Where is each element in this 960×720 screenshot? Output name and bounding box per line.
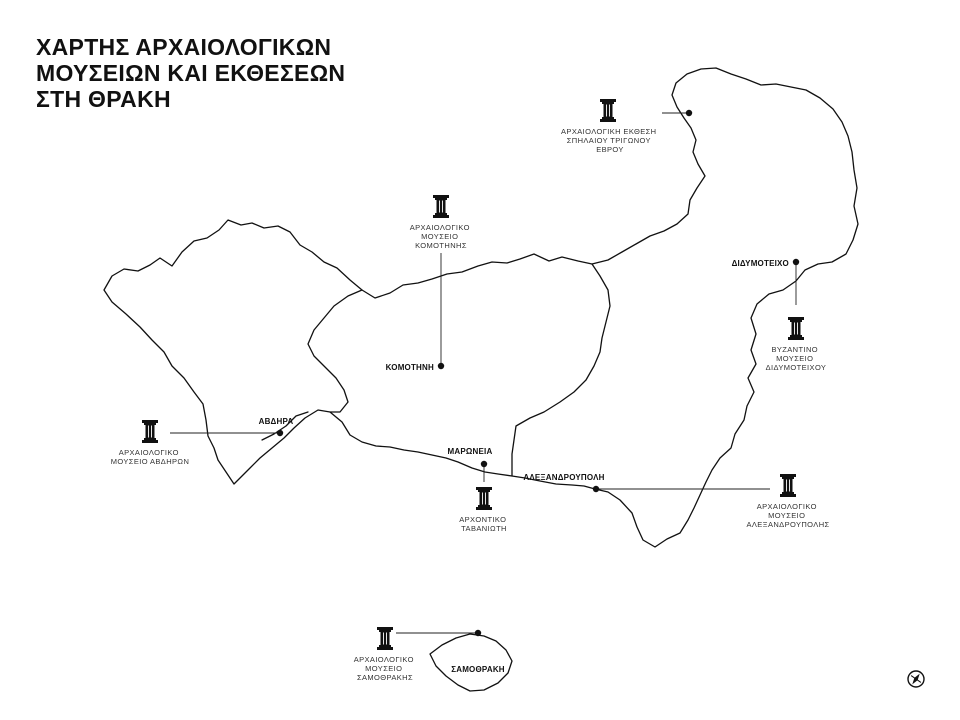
museum-label-komotini: ΑΡΧΑΙΟΛΟΓΙΚΟ ΜΟΥΣΕΙΟ ΚΟΜΟΤΗΝΗΣ	[410, 223, 473, 250]
column-pillar-icon	[376, 626, 394, 651]
maroneia-marker	[480, 460, 488, 468]
map-title-line-2: ΜΟΥΣΕΙΩΝ ΚΑΙ ΕΚΘΕΣΕΩΝ	[36, 60, 346, 86]
city-label-samothraki: ΣΑΜΟΘΡΑΚΗ	[451, 665, 505, 674]
map-title-line-1: ΧΑΡΤΗΣ ΑΡΧΑΙΟΛΟΓΙΚΩΝ	[36, 34, 332, 60]
komotini-marker	[437, 362, 445, 370]
museum-label-trigono-line-3: ΕΒΡΟΥ	[596, 145, 624, 154]
museum-label-samothraki-line-2: ΜΟΥΣΕΙΟ	[365, 664, 402, 673]
column-pillar-icon	[432, 194, 450, 219]
column-pillar-icon	[475, 486, 493, 511]
museum-label-didymoteicho-line-2: ΜΟΥΣΕΙΟ	[776, 354, 813, 363]
museum-label-alexandroupoli-line-1: ΑΡΧΑΙΟΛΟΓΙΚΟ	[757, 502, 817, 511]
museum-label-didymoteicho-line-1: ΒΥΖΑΝΤΙΝΟ	[771, 345, 818, 354]
city-label-maroneia: ΜΑΡΩΝΕΙΑ	[448, 447, 493, 456]
museum-label-trigono-line-1: ΑΡΧΑΙΟΛΟΓΙΚΗ ΕΚΘΕΣΗ	[561, 127, 656, 136]
museum-label-abdera-line-2: ΜΟΥΣΕΙΟ ΑΒΔΗΡΩΝ	[111, 457, 190, 466]
compass-icon	[907, 670, 925, 688]
museum-label-maroneia: ΑΡΧΟΝΤΙΚΟ ΤΑΒΑΝΙΩΤΗ	[459, 515, 509, 533]
map-title: ΧΑΡΤΗΣ ΑΡΧΑΙΟΛΟΓΙΚΩΝ ΜΟΥΣΕΙΩΝ ΚΑΙ ΕΚΘΕΣΕ…	[36, 34, 345, 112]
rhodope-evros-boundary	[511, 263, 611, 477]
museum-label-abdera-line-1: ΑΡΧΑΙΟΛΟΓΙΚΟ	[119, 448, 179, 457]
xanthi-rhodope-boundary	[307, 289, 363, 413]
museum-label-maroneia-line-2: ΤΑΒΑΝΙΩΤΗ	[461, 524, 507, 533]
museum-label-komotini-line-3: ΚΟΜΟΤΗΝΗΣ	[415, 241, 467, 250]
coastal-inner-line	[261, 411, 309, 441]
museum-label-komotini-line-1: ΑΡΧΑΙΟΛΟΓΙΚΟ	[410, 223, 470, 232]
museum-label-alexandroupoli-line-2: ΜΟΥΣΕΙΟ	[768, 511, 805, 520]
trigono-marker	[685, 109, 693, 117]
museum-label-alexandroupoli: ΑΡΧΑΙΟΛΟΓΙΚΟ ΜΟΥΣΕΙΟ ΑΛΕΞΑΝΔΡΟΥΠΟΛΗΣ	[746, 502, 829, 529]
column-pillar-icon	[599, 98, 617, 123]
museum-label-maroneia-line-1: ΑΡΧΟΝΤΙΚΟ	[459, 515, 506, 524]
museum-label-abdera: ΑΡΧΑΙΟΛΟΓΙΚΟ ΜΟΥΣΕΙΟ ΑΒΔΗΡΩΝ	[111, 448, 190, 466]
city-label-alexandroupoli: ΑΛΕΞΑΝΔΡΟΥΠΟΛΗ	[523, 473, 604, 482]
museum-label-alexandroupoli-line-3: ΑΛΕΞΑΝΔΡΟΥΠΟΛΗΣ	[746, 520, 829, 529]
map-title-line-3: ΣΤΗ ΘΡΑΚΗ	[36, 86, 171, 112]
column-pillar-icon	[779, 473, 797, 498]
thrace-region-outline	[103, 67, 859, 548]
museum-label-samothraki-line-3: ΣΑΜΟΘΡΑΚΗΣ	[357, 673, 413, 682]
museum-label-didymoteicho-line-3: ΔΙΔΥΜΟΤΕΙΧΟΥ	[766, 363, 827, 372]
museum-label-komotini-line-2: ΜΟΥΣΕΙΟ	[421, 232, 458, 241]
column-pillar-icon	[141, 419, 159, 444]
museum-label-samothraki-line-1: ΑΡΧΑΙΟΛΟΓΙΚΟ	[354, 655, 414, 664]
column-pillar-icon	[787, 316, 805, 341]
didymoteicho-marker	[792, 258, 800, 266]
museum-label-trigono: ΑΡΧΑΙΟΛΟΓΙΚΗ ΕΚΘΕΣΗ ΣΠΗΛΑΙΟΥ ΤΡΙΓΩΝΟΥ ΕΒ…	[561, 127, 659, 154]
alexandroupoli-marker	[592, 485, 600, 493]
samothraki-island-outline	[429, 633, 513, 692]
city-label-abdera: ΑΒΔΗΡΑ	[259, 417, 294, 426]
museum-label-trigono-line-2: ΣΠΗΛΑΙΟΥ ΤΡΙΓΩΝΟΥ	[567, 136, 651, 145]
abdera-marker	[276, 429, 284, 437]
samothraki-marker	[474, 629, 482, 637]
city-label-didymoteicho: ΔΙΔΥΜΟΤΕΙΧΟ	[732, 259, 789, 268]
museum-label-samothraki: ΑΡΧΑΙΟΛΟΓΙΚΟ ΜΟΥΣΕΙΟ ΣΑΜΟΘΡΑΚΗΣ	[354, 655, 417, 682]
museum-label-didymoteicho: ΒΥΖΑΝΤΙΝΟ ΜΟΥΣΕΙΟ ΔΙΔΥΜΟΤΕΙΧΟΥ	[766, 345, 827, 372]
city-label-komotini: ΚΟΜΟΤΗΝΗ	[386, 363, 434, 372]
